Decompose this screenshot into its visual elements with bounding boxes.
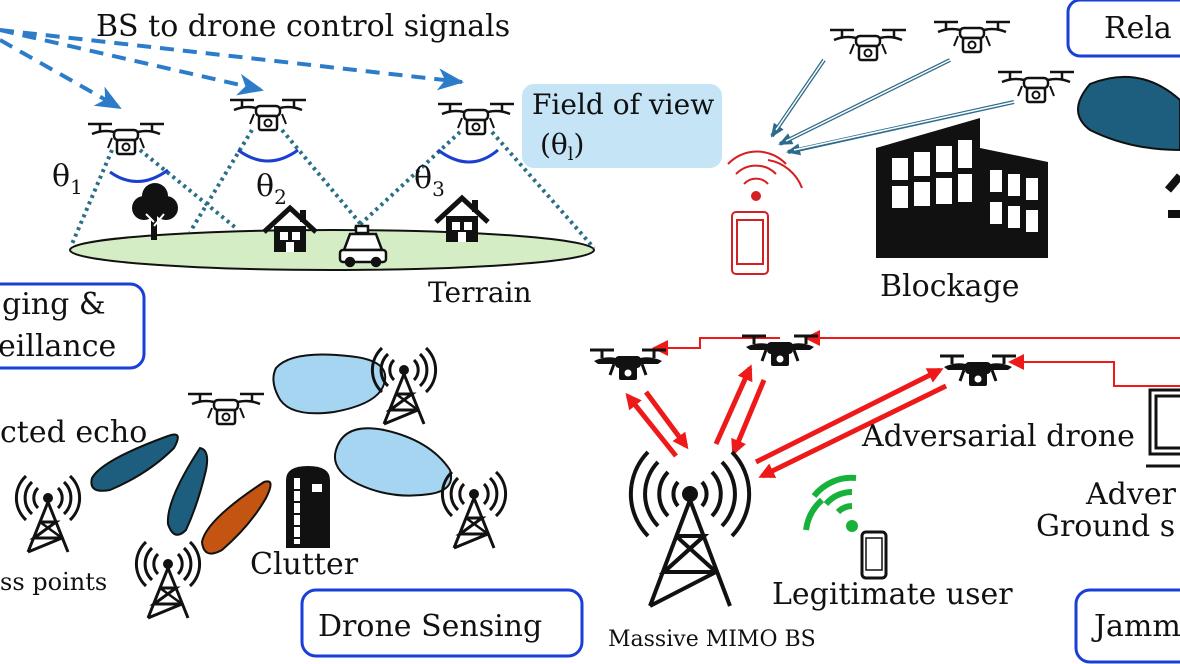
relay-user-phone-icon [727, 150, 803, 275]
legitimate-user-icon [803, 474, 888, 580]
jamming-box: Jamm [1074, 588, 1180, 664]
theta-2-label: θ2 [256, 169, 287, 209]
massive-mimo-label: Massive MIMO BS [608, 627, 816, 652]
fov-label-line1: Field of view [532, 88, 714, 121]
silo-icon [286, 466, 330, 548]
theta-3-label: θ3 [414, 161, 445, 201]
relay-partial-glyph [1164, 173, 1180, 218]
access-point-tower-1-icon [14, 474, 82, 554]
blockage-label: Blockage [880, 269, 1020, 304]
relay-drone-1-icon [828, 28, 908, 62]
relay-label: Rela [1104, 11, 1172, 46]
blockage-building-icon [876, 118, 1048, 258]
imaging-label-line2: eillance [0, 329, 116, 364]
drone-2-icon [228, 98, 308, 132]
legitimate-user-label: Legitimate user [772, 577, 1013, 612]
clutter-label: Clutter [250, 547, 359, 582]
sensing-beam-2 [334, 427, 452, 497]
drone-sensing-panel: Clutter cted echo ss points Drone Sensin… [0, 346, 584, 658]
jamming-panel: Massive MIMO BS Legitimate user Adversar… [588, 330, 1180, 664]
drone-1-icon [86, 122, 166, 156]
legit-drone-2-icon [740, 334, 820, 368]
sensing-drone-icon [186, 392, 266, 426]
fov-highlight [522, 84, 722, 168]
terrain-label: Terrain [428, 276, 532, 309]
relay-drone-3-icon [996, 70, 1076, 104]
adversarial-ground-station-icon [1146, 388, 1180, 468]
car-icon [338, 224, 388, 268]
relay-panel: Blockage Rela [727, 0, 1180, 304]
jamming-arrows [625, 364, 948, 479]
adversarial-ground-label-1: Adver [1085, 477, 1177, 512]
relay-box: Rela [1066, 0, 1180, 58]
adversarial-drone-label: Adversarial drone [861, 419, 1135, 454]
legit-drone-1-icon [588, 348, 668, 382]
imaging-surveillance-box: ging & eillance [0, 282, 146, 370]
control-signal-arrows [0, 28, 464, 110]
jamming-label: Jamm [1091, 609, 1180, 644]
control-signals-label: BS to drone control signals [96, 9, 510, 44]
echo-beam-2 [166, 446, 209, 536]
echo-beam-1 [90, 433, 179, 492]
fov-label-line2: (θl) [540, 128, 584, 165]
terrain-ellipse [69, 229, 595, 271]
fov-lines [70, 128, 596, 250]
relay-drone-2-icon [932, 20, 1012, 54]
sensing-beam-1 [272, 353, 387, 415]
tree-icon [132, 183, 178, 240]
imaging-label-line1: ging & [2, 287, 106, 322]
drone-sensing-label: Drone Sensing [318, 609, 542, 644]
access-point-tower-2-icon [134, 540, 202, 620]
adversarial-ground-label-2: Ground s [1036, 509, 1175, 544]
imaging-surveillance-panel: BS to drone control signals Field of vie… [0, 9, 722, 370]
drone-3-icon [436, 102, 516, 136]
access-points-label: ss points [0, 568, 107, 596]
massive-mimo-bs-icon [628, 450, 752, 608]
theta-1-label: θ1 [52, 159, 83, 199]
reflected-echo-label: cted echo [0, 415, 147, 450]
drone-sensing-box: Drone Sensing [300, 588, 584, 658]
clutter-beam [200, 480, 272, 555]
fov-arcs [109, 148, 499, 183]
adversarial-drone-icon [938, 354, 1018, 388]
sensing-tower-2-icon [440, 470, 508, 550]
relay-beam-icon [1077, 75, 1180, 152]
